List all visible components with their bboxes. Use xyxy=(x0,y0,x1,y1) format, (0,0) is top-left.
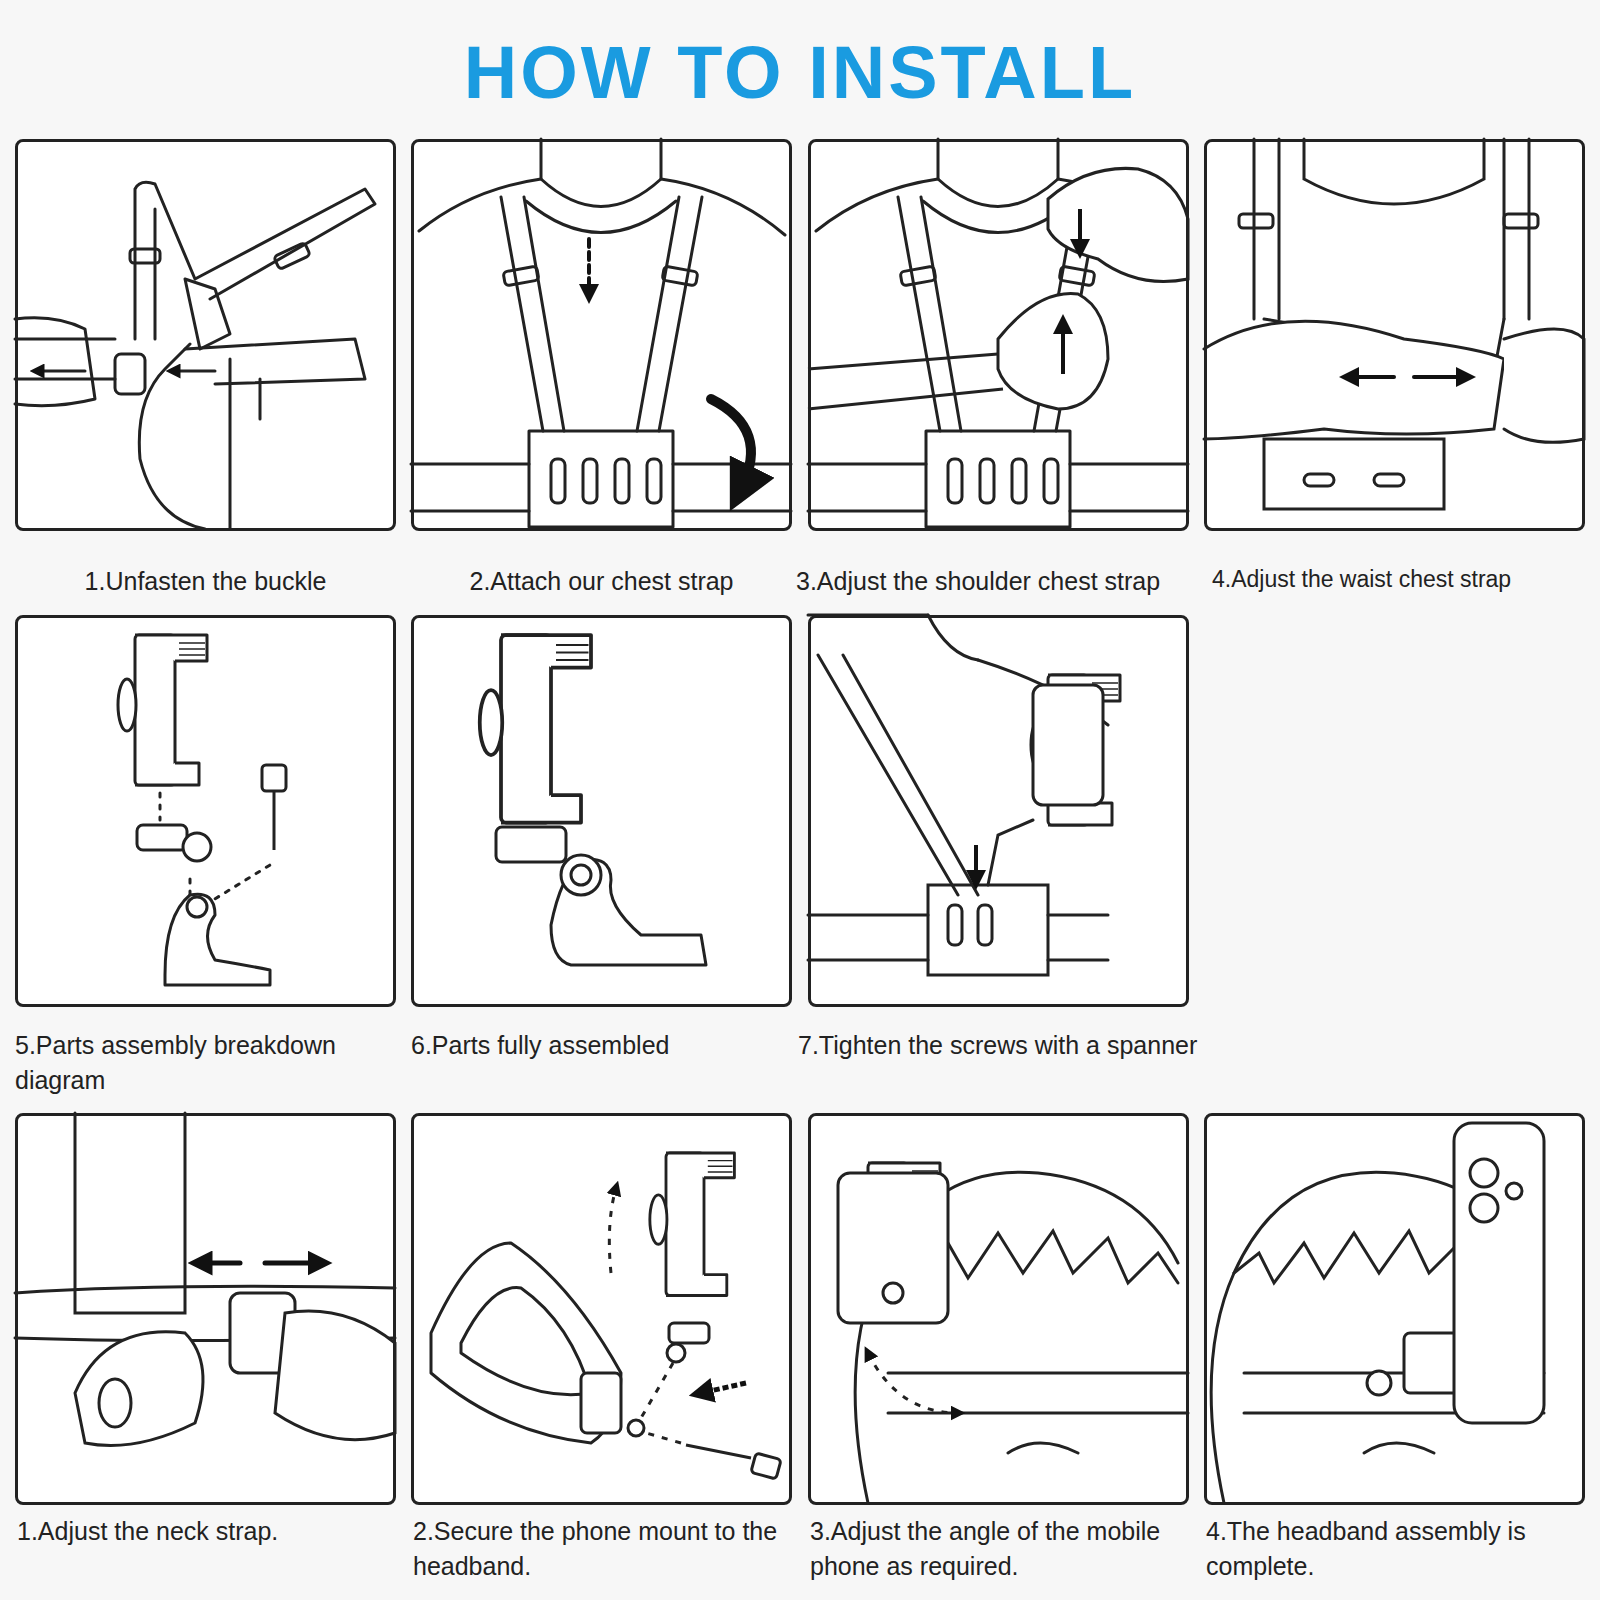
step-panel: 1.Unfasten the buckle xyxy=(15,139,396,531)
step-panel: 2.Secure the phone mount to the headband… xyxy=(411,1113,792,1505)
step-caption: 2.Attach our chest strap xyxy=(403,564,800,599)
step-panel: 3.Adjust the shoulder chest strap xyxy=(808,139,1189,531)
step-panel: 5.Parts assembly breakdown diagram xyxy=(15,615,396,1007)
step-caption: 7.Tighten the screws with a spanner xyxy=(798,1028,1218,1063)
step-caption: 1.Unfasten the buckle xyxy=(7,564,404,599)
step-caption: 3.Adjust the shoulder chest strap xyxy=(796,564,1196,599)
step-caption: 4.The headband assembly is complete. xyxy=(1206,1514,1587,1584)
step-caption: 3.Adjust the angle of the mobile phone a… xyxy=(810,1514,1200,1584)
step-caption: 6.Parts fully assembled xyxy=(411,1028,792,1063)
step-caption: 5.Parts assembly breakdown diagram xyxy=(15,1028,396,1098)
step-panel: 2.Attach our chest strap xyxy=(411,139,792,531)
step-panel: 1.Adjust the neck strap. xyxy=(15,1113,396,1505)
step-panel: 6.Parts fully assembled xyxy=(411,615,792,1007)
step-caption: 4.Adjust the waist chest strap xyxy=(1212,564,1597,595)
step-panel: 3.Adjust the angle of the mobile phone a… xyxy=(808,1113,1189,1505)
step-caption: 2.Secure the phone mount to the headband… xyxy=(413,1514,794,1584)
step-caption: 1.Adjust the neck strap. xyxy=(17,1514,398,1549)
title: HOW TO INSTALL xyxy=(0,30,1600,115)
step-panel: 7.Tighten the screws with a spanner xyxy=(808,615,1189,1007)
step-panel: 4.Adjust the waist chest strap xyxy=(1204,139,1585,531)
step-panel: 4.The headband assembly is complete. xyxy=(1204,1113,1585,1505)
